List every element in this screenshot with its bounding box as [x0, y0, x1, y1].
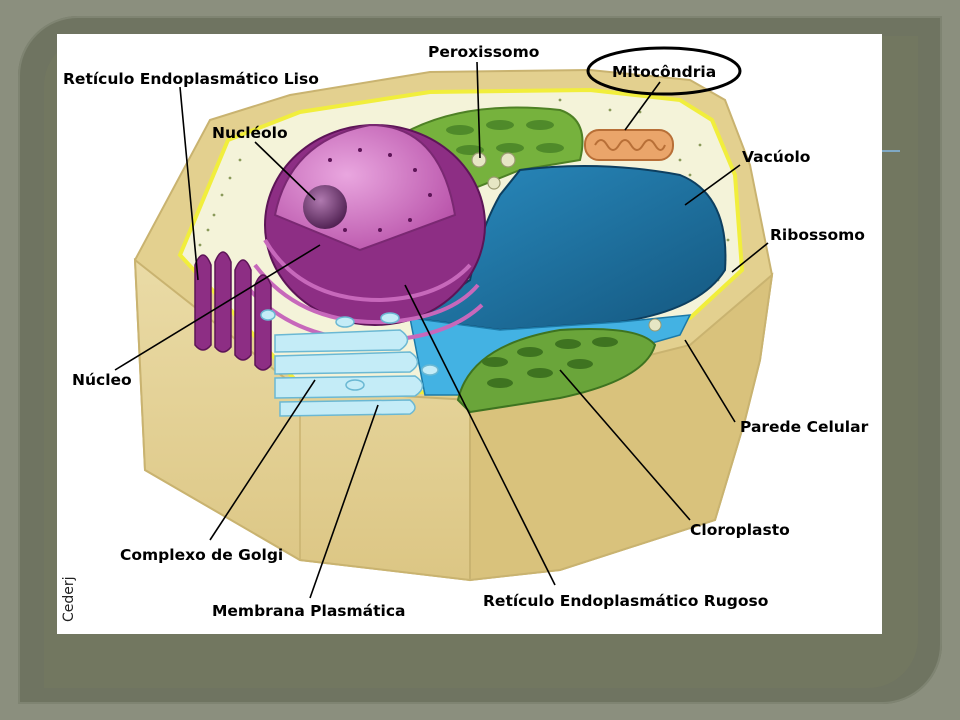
smooth-er [194, 251, 272, 371]
label-parede-celular: Parede Celular [740, 418, 869, 436]
label-ribossomo: Ribossomo [770, 226, 865, 244]
label-complexo-golgi: Complexo de Golgi [120, 546, 283, 564]
label-nucleo: Núcleo [72, 371, 132, 389]
label-mitocondria: Mitocôndria [612, 63, 716, 81]
label-membrana-plasmatica: Membrana Plasmática [212, 602, 406, 620]
credit-text: Cederj [61, 576, 77, 622]
leader-lines [114, 61, 769, 599]
nucleolus [303, 185, 347, 229]
label-nucleolo: Nucléolo [212, 124, 288, 142]
chloroplast-bottom [456, 328, 657, 414]
peroxisomes [471, 152, 516, 190]
label-vacuolo: Vacúolo [742, 148, 810, 166]
golgi-apparatus [260, 309, 439, 417]
mitochondria-highlight-ellipse [586, 46, 742, 96]
plant-cell-diagram: Retículo Endoplasmático Liso Peroxissomo… [61, 43, 869, 622]
mitochondrion [584, 129, 674, 161]
label-reticulo-liso: Retículo Endoplasmático Liso [63, 70, 319, 88]
ribosome-small [648, 318, 662, 332]
figure-panel: Retículo Endoplasmático Liso Peroxissomo… [57, 34, 882, 634]
label-peroxissomo: Peroxissomo [428, 43, 539, 61]
label-reticulo-rugoso: Retículo Endoplasmático Rugoso [483, 592, 768, 610]
decorative-line [880, 150, 900, 152]
ribosome-dots [198, 98, 730, 282]
label-cloroplasto: Cloroplasto [690, 521, 790, 539]
